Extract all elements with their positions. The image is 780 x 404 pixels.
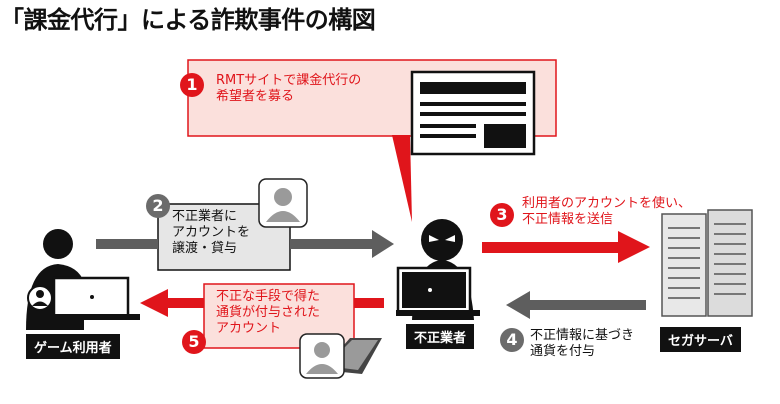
game-user-figure (26, 229, 140, 330)
step1-number: 1 (180, 73, 204, 97)
step5-line1: 不正な手段で得た (216, 289, 321, 304)
fraudster-figure (396, 219, 480, 320)
step2-number: 2 (146, 194, 170, 218)
game-user-label: ゲーム利用者 (26, 334, 120, 359)
arrow-server-to-fraudster (506, 291, 646, 319)
step4-line2: 通貨を付与 (530, 344, 596, 359)
step5-line3: アカウント (216, 321, 282, 336)
step3-number: 3 (490, 203, 514, 227)
step3-line1: 利用者のアカウントを使い、 (522, 196, 692, 211)
step3-text: 利用者のアカウントを使い、 不正情報を送信 (522, 196, 691, 228)
step3-line2: 不正情報を送信 (522, 212, 614, 227)
website-icon (410, 70, 536, 156)
step1-pointer (392, 135, 412, 222)
step5-line2: 通貨が付与された (216, 305, 321, 320)
step4-line1: 不正情報に基づき (530, 328, 635, 343)
step2-text: 不正業者に アカウントを 譲渡・貸与 (172, 209, 250, 257)
step4-number: 4 (500, 328, 524, 352)
avatar-step5-icon (299, 333, 345, 379)
step2-line2: アカウントを (172, 225, 251, 240)
step5-text: 不正な手段で得た 通貨が付与された アカウント (216, 289, 320, 337)
step2-line1: 不正業者に (172, 209, 238, 224)
server-icon (661, 209, 753, 317)
diagram-title: 「課金代行」による詐欺事件の構図 (0, 6, 376, 34)
step2-line3: 譲渡・貸与 (172, 241, 238, 256)
arrow-fraudster-to-user (140, 289, 384, 317)
user-avatar-icon (258, 178, 308, 228)
step5-number: 5 (182, 330, 206, 354)
step1-line1: RMTサイトで課金代行の (216, 73, 362, 88)
fraudster-label: 不正業者 (406, 324, 475, 349)
arrow-user-to-fraudster (96, 230, 394, 258)
step4-text: 不正情報に基づき 通貨を付与 (530, 328, 634, 360)
step1-line2: 希望者を募る (216, 89, 295, 104)
arrow-fraudster-to-server (482, 231, 650, 263)
server-label: セガサーバ (660, 327, 741, 352)
step1-text: RMTサイトで課金代行の 希望者を募る (216, 73, 361, 105)
